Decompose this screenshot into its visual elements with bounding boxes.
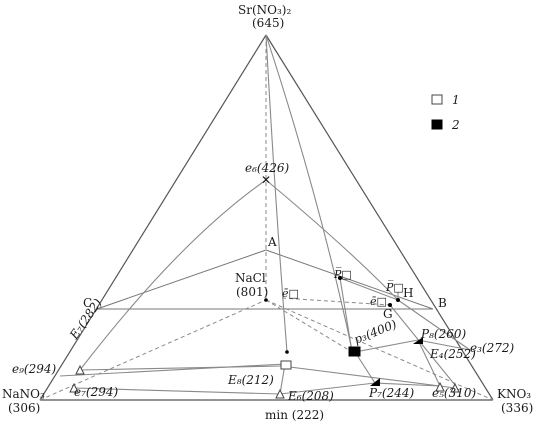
label-c: C: [83, 296, 92, 310]
top-temp: (645): [252, 16, 284, 30]
label-eps2: ē□: [370, 295, 387, 308]
curve-e7-e8: [79, 365, 283, 371]
edge-c-a: [96, 249, 267, 310]
legend-hollow-square: [431, 94, 443, 105]
label-p7: P₇(244): [368, 386, 414, 400]
curve-e8-e4: [281, 365, 441, 387]
labels: Sr(NO₃)₂ (645) NaNO₃ (306) KNO₃ (336) Na…: [2, 3, 533, 422]
p8-point-solid: [413, 337, 423, 344]
g-point: [388, 303, 392, 307]
curve-h-e3: [397, 299, 471, 351]
legend-item-1: 1: [452, 93, 460, 107]
curve-top-p3: [265, 34, 353, 351]
curve-e6big-p7: [279, 382, 376, 395]
curve-pbar1-h: [339, 277, 399, 301]
label-pbar2: P̅□: [385, 280, 404, 294]
label-eps1: ē□: [282, 287, 299, 300]
legend-solid-square: [431, 119, 443, 130]
top-formula: Sr(NO₃)₂: [238, 3, 291, 17]
e7-top-point-hollow: [75, 364, 85, 375]
legend-item-2: 2: [451, 118, 460, 132]
label-min: min (222): [265, 408, 324, 422]
pbar1-point: [338, 276, 342, 280]
legend: 1 2: [431, 93, 460, 132]
edge-top-kno3: [265, 34, 494, 401]
label-e8: E₈(212): [227, 373, 274, 387]
h-point: [396, 298, 400, 302]
diagram-points: ✕: [69, 173, 460, 399]
curve-p7-e4: [374, 382, 441, 387]
e4-point-hollow: [435, 381, 445, 392]
label-e6: e₆(426): [245, 161, 289, 175]
phase-curves: [59, 34, 471, 395]
label-p8: P₈(260): [420, 327, 466, 341]
label-e7-bottom: e₇(294): [74, 385, 118, 399]
prism-outline: [39, 34, 494, 401]
label-h: H: [403, 286, 413, 300]
label-pbar1: P̅□: [333, 267, 352, 281]
p3-point-solid: [348, 346, 361, 357]
e5-point-hollow: [450, 382, 460, 393]
label-p3: p₃(400): [352, 317, 399, 347]
kno3-temp: (336): [501, 401, 533, 415]
curve-e6-h: [265, 179, 399, 301]
curve-top-mid: [265, 34, 288, 353]
edge-nano3-nacl-hidden: [39, 299, 267, 401]
mid-point: [285, 350, 289, 354]
e6-marker: ✕: [261, 173, 271, 187]
curve-pbar1-p3: [339, 277, 353, 353]
curve-g-e5: [389, 304, 456, 386]
curve-p3-p7: [354, 351, 376, 384]
e6big-point-hollow: [275, 388, 285, 399]
label-b: B: [438, 296, 447, 310]
nacl-formula: NaCl: [235, 271, 266, 285]
label-e6-big: E₆(208): [287, 389, 334, 403]
curve-e4-e5: [439, 385, 456, 389]
curve-e6-e7: [79, 179, 267, 371]
e7-bottom-point-hollow: [69, 382, 79, 393]
curve-nacl-p3: [265, 299, 353, 353]
edge-top-nano3: [39, 34, 267, 401]
nano3-temp: (306): [8, 401, 40, 415]
p7-point-solid: [370, 378, 380, 386]
curve-p8-e4: [417, 339, 441, 387]
curve-p3-p8: [354, 339, 419, 353]
e8-point-hollow: [280, 360, 292, 370]
curve-e9-e8: [59, 363, 286, 377]
edge-a-b: [265, 249, 434, 310]
label-e5: e₅(310): [432, 386, 476, 400]
label-e3: e₃(272): [470, 341, 514, 355]
nacl-temp: (801): [236, 285, 268, 299]
kno3-formula: KNO₃: [497, 387, 531, 401]
nacl-point: [264, 298, 268, 302]
label-e9: e₉(294): [12, 362, 56, 376]
label-e4: E₄(252): [429, 347, 476, 361]
curve-e7b-e6big: [74, 387, 281, 395]
label-a: A: [267, 235, 277, 249]
nano3-formula: NaNO₃: [2, 387, 45, 401]
curve-p8-e3: [417, 339, 471, 351]
label-g: G: [383, 307, 393, 321]
